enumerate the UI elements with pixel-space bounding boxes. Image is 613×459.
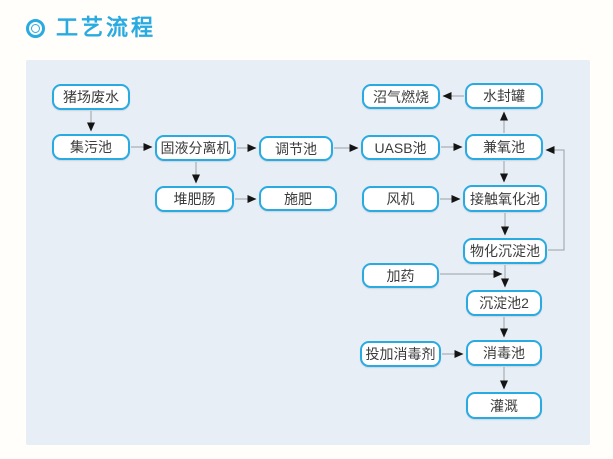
flow-node-dosing: 加药 (362, 263, 439, 288)
bullseye-icon (26, 18, 45, 38)
flow-node-disinfection-pool: 消毒池 (466, 340, 542, 366)
flow-node-biogas-burning: 沼气燃烧 (362, 84, 440, 109)
bullseye-icon-inner (31, 23, 40, 33)
flow-node-uasb-pool: UASB池 (361, 135, 440, 160)
page-title: 工艺流程 (56, 15, 157, 40)
flow-node-facultative-pool: 兼氧池 (465, 134, 543, 160)
flow-node-water-seal-tank: 水封罐 (465, 83, 543, 109)
flow-node-regulation-pool: 调节池 (259, 136, 333, 161)
flow-node-contact-oxidation-pool: 接触氧化池 (463, 185, 547, 212)
flow-node-sewage-collection-pool: 集污池 (52, 134, 130, 160)
page-header: 工艺流程 (26, 17, 156, 39)
flow-node-composting: 堆肥肠 (155, 186, 234, 212)
flow-node-solid-liquid-separator: 固液分离机 (155, 135, 236, 161)
flow-node-irrigation: 灌溉 (466, 392, 542, 419)
flow-node-pig-farm-wastewater: 猪场废水 (52, 84, 130, 110)
flow-node-fertilization: 施肥 (259, 186, 337, 211)
flow-node-fan: 风机 (362, 186, 439, 212)
flow-node-sedimentation-pool-2: 沉淀池2 (466, 290, 542, 316)
flow-node-add-disinfectant: 投加消毒剂 (360, 341, 441, 367)
flow-node-physchem-sedimentation-pool: 物化沉淀池 (463, 238, 547, 264)
